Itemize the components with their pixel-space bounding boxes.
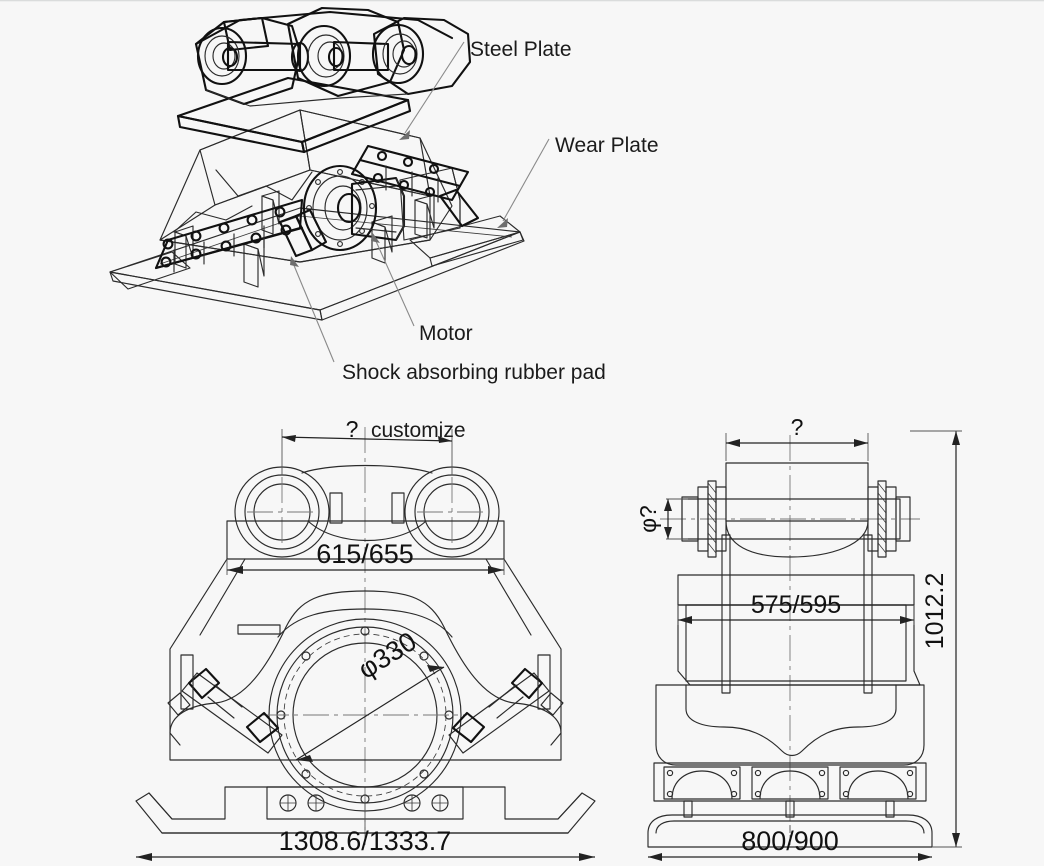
side-pin-shaft bbox=[660, 462, 920, 558]
front-dim-bearing-diameter: φ330 bbox=[295, 626, 445, 762]
side-dim-pin-span-value: ? bbox=[791, 415, 804, 440]
front-base-bolts bbox=[279, 794, 449, 812]
front-dim-overall-width: 1308.6/1333.7 bbox=[136, 801, 595, 861]
side-dim-overall-height: 1012.2 bbox=[910, 430, 962, 848]
side-view: ? φ? 575/595 1012.2 bbox=[635, 415, 962, 861]
iso-geometry bbox=[109, 6, 525, 321]
front-view: ? customize 615/655 φ330 1308.6/1333.7 bbox=[135, 416, 596, 861]
side-dim-overall-height-value: 1012.2 bbox=[921, 573, 949, 649]
front-dim-mount-width-value: 615/655 bbox=[316, 539, 414, 569]
side-dim-pin-diameter-value: φ? bbox=[635, 505, 661, 533]
side-dim-body-width: 575/595 bbox=[677, 591, 915, 625]
front-dim-customize-value: ? bbox=[346, 416, 359, 442]
front-pin-boss-left bbox=[234, 466, 330, 558]
callout-label-steel-plate: Steel Plate bbox=[470, 38, 572, 61]
front-pin-boss-right bbox=[404, 466, 500, 558]
callout-label-rubber-pad: Shock absorbing rubber pad bbox=[342, 361, 606, 384]
callout-leaders bbox=[290, 41, 550, 363]
front-shock-right bbox=[448, 667, 564, 754]
pin-boss-mid bbox=[296, 24, 352, 88]
pin-boss-right bbox=[371, 23, 425, 85]
front-geometry bbox=[135, 427, 596, 845]
isometric-view: Steel Plate Wear Plate Motor Shock absor… bbox=[109, 6, 659, 384]
shock-absorber-rail-right bbox=[350, 144, 470, 203]
shock-absorber-rail-left bbox=[154, 198, 304, 273]
side-geometry bbox=[647, 435, 933, 848]
side-dim-pin-diameter: φ? bbox=[635, 498, 688, 540]
callout-label-motor: Motor bbox=[419, 322, 473, 345]
pin-shaft-mid bbox=[332, 40, 390, 72]
side-dim-base-width: 800/900 bbox=[648, 825, 932, 861]
motor-leader bbox=[374, 238, 415, 327]
pin-boss-left bbox=[196, 26, 248, 86]
top-edge-divider bbox=[0, 0, 1044, 2]
front-dim-customize: ? customize bbox=[281, 416, 466, 475]
shock-absorber-strut bbox=[278, 208, 328, 258]
motor-assembly bbox=[302, 164, 406, 252]
front-dim-customize-suffix: customize bbox=[371, 419, 466, 442]
wear-plate-leader bbox=[502, 138, 550, 222]
front-dim-overall-width-value: 1308.6/1333.7 bbox=[279, 826, 452, 856]
side-rubber-mounts bbox=[663, 766, 917, 800]
side-dim-pin-span: ? bbox=[725, 415, 869, 461]
front-shock-left bbox=[167, 667, 283, 754]
rubber-pad-leader bbox=[292, 262, 335, 363]
side-dim-body-width-value: 575/595 bbox=[751, 591, 841, 619]
callout-label-wear-plate: Wear Plate bbox=[555, 134, 659, 157]
steel-plate-leader bbox=[404, 41, 465, 134]
front-dim-mount-width: 615/655 bbox=[226, 539, 505, 575]
side-dim-base-width-value: 800/900 bbox=[741, 826, 839, 856]
